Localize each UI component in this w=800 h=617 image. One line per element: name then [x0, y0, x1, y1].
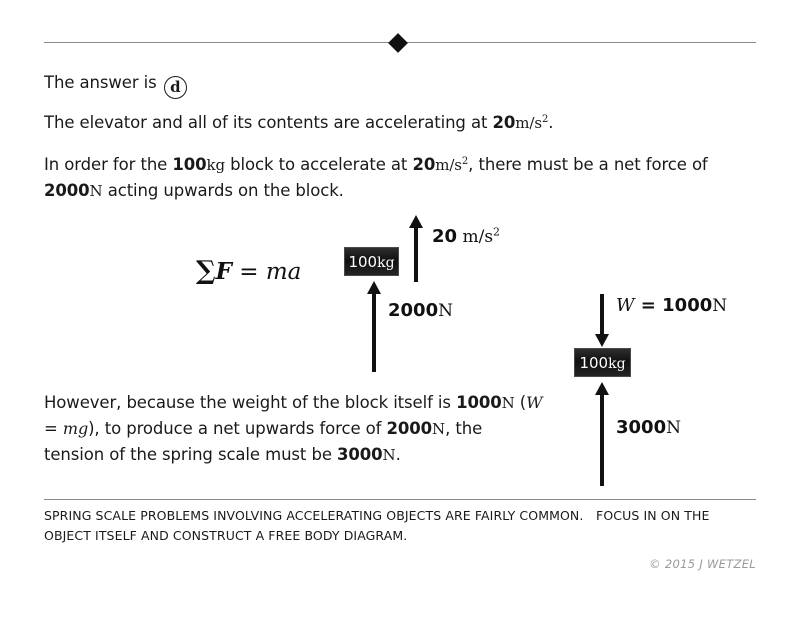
- weight-arrow-shaft: [600, 294, 604, 338]
- order-text-part2: block to accelerate at: [225, 155, 413, 174]
- block-top-mass-unit: kg: [377, 255, 395, 271]
- block-top-mass-value: 100: [348, 253, 378, 271]
- weight-symbol: W: [616, 295, 635, 316]
- block-bottom-mass-value: 100: [579, 354, 609, 372]
- elevator-accel-unit: m/s2: [515, 114, 549, 132]
- however-weight-value: 1000: [456, 393, 502, 412]
- net-force-label-value: 2000: [388, 300, 439, 321]
- copyright-notice: © 2015 J WETZEL: [649, 557, 756, 571]
- tension-arrow-shaft: [600, 393, 604, 486]
- acceleration-label-unit: m/s2: [462, 225, 501, 247]
- net-force-arrow-head-icon: [367, 281, 381, 294]
- however-mg-symbol: mg: [62, 419, 89, 438]
- order-text-part3: , there must be a net force of: [468, 155, 708, 174]
- answer-prefix-text: The answer is: [44, 73, 157, 92]
- net-force-label: 2000N: [388, 300, 453, 321]
- paragraph-elevator: The elevator and all of its contents are…: [44, 110, 744, 136]
- footer-tip-note: SPRING SCALE PROBLEMS INVOLVING ACCELERA…: [44, 506, 760, 546]
- force-symbol: F: [215, 258, 232, 285]
- order-mass-value: 100: [172, 155, 207, 174]
- weight-arrow-head-icon: [595, 334, 609, 347]
- order-force-unit: N: [89, 182, 103, 200]
- however-weight-unit: N: [501, 394, 515, 412]
- however-tension-value: 3000: [337, 445, 383, 464]
- however-net-value: 2000: [386, 419, 433, 438]
- order-text-part4: acting upwards on the block.: [102, 181, 344, 200]
- newtons-second-law-equation: ∑F = ma: [196, 256, 301, 286]
- weight-equals-symbol: =: [634, 295, 663, 316]
- elevator-accel-value: 20: [492, 113, 516, 132]
- weight-label-unit: N: [712, 296, 728, 316]
- weight-label: W = 1000N: [616, 295, 727, 316]
- however-text-part1: However, because the weight of the block…: [44, 393, 457, 412]
- order-accel-unit: m/s2: [435, 156, 469, 174]
- diamond-ornament-icon: [388, 33, 408, 53]
- however-text-part5: .: [395, 445, 401, 464]
- acceleration-arrow-head-icon: [409, 215, 423, 228]
- order-text-part1: In order for the: [44, 155, 173, 174]
- sigma-symbol: ∑: [196, 256, 216, 286]
- acceleration-label-value: 20: [432, 226, 458, 247]
- weight-label-value: 1000: [662, 295, 713, 316]
- bottom-divider-line: [44, 499, 756, 500]
- footer-tip-line2: OBJECT ITSELF AND CONSTRUCT A FREE BODY …: [44, 528, 408, 543]
- order-accel-value: 20: [412, 155, 436, 174]
- block-top-diagram: 100kg: [344, 247, 399, 276]
- mass-times-accel-symbol: ma: [265, 259, 302, 285]
- however-formula-equals: =: [44, 419, 63, 438]
- acceleration-arrow-shaft: [414, 226, 418, 282]
- however-weight-symbol: W: [526, 393, 543, 412]
- net-force-arrow-shaft: [372, 292, 376, 372]
- tension-label-unit: N: [666, 418, 681, 438]
- order-mass-unit: kg: [206, 156, 226, 174]
- equals-symbol: =: [231, 259, 266, 285]
- however-text-part3: ), to produce a net upwards force of: [88, 419, 387, 438]
- answer-choice-badge: d: [163, 76, 187, 99]
- block-bottom-mass-unit: kg: [608, 356, 626, 372]
- order-force-value: 2000: [44, 181, 90, 200]
- paragraph-conclusion: However, because the weight of the block…: [44, 390, 544, 468]
- tension-arrow-head-icon: [595, 382, 609, 395]
- however-net-unit: N: [432, 420, 446, 438]
- block-bottom-diagram: 100kg: [574, 348, 631, 377]
- paragraph-net-force: In order for the 100kg block to accelera…: [44, 152, 758, 204]
- answer-line: The answer is d: [44, 70, 444, 99]
- however-text-part2: (: [514, 393, 527, 412]
- tension-label-value: 3000: [616, 417, 667, 438]
- elevator-text-part2: .: [548, 113, 554, 132]
- tension-label: 3000N: [616, 417, 681, 438]
- however-tension-unit: N: [382, 446, 396, 464]
- however-text-part4: , the tension of the spring scale must b…: [44, 419, 483, 464]
- acceleration-label: 20 m/s2: [432, 226, 500, 247]
- footer-tip-line1: SPRING SCALE PROBLEMS INVOLVING ACCELERA…: [44, 508, 710, 523]
- elevator-text-part1: The elevator and all of its contents are…: [44, 113, 493, 132]
- net-force-label-unit: N: [438, 301, 453, 321]
